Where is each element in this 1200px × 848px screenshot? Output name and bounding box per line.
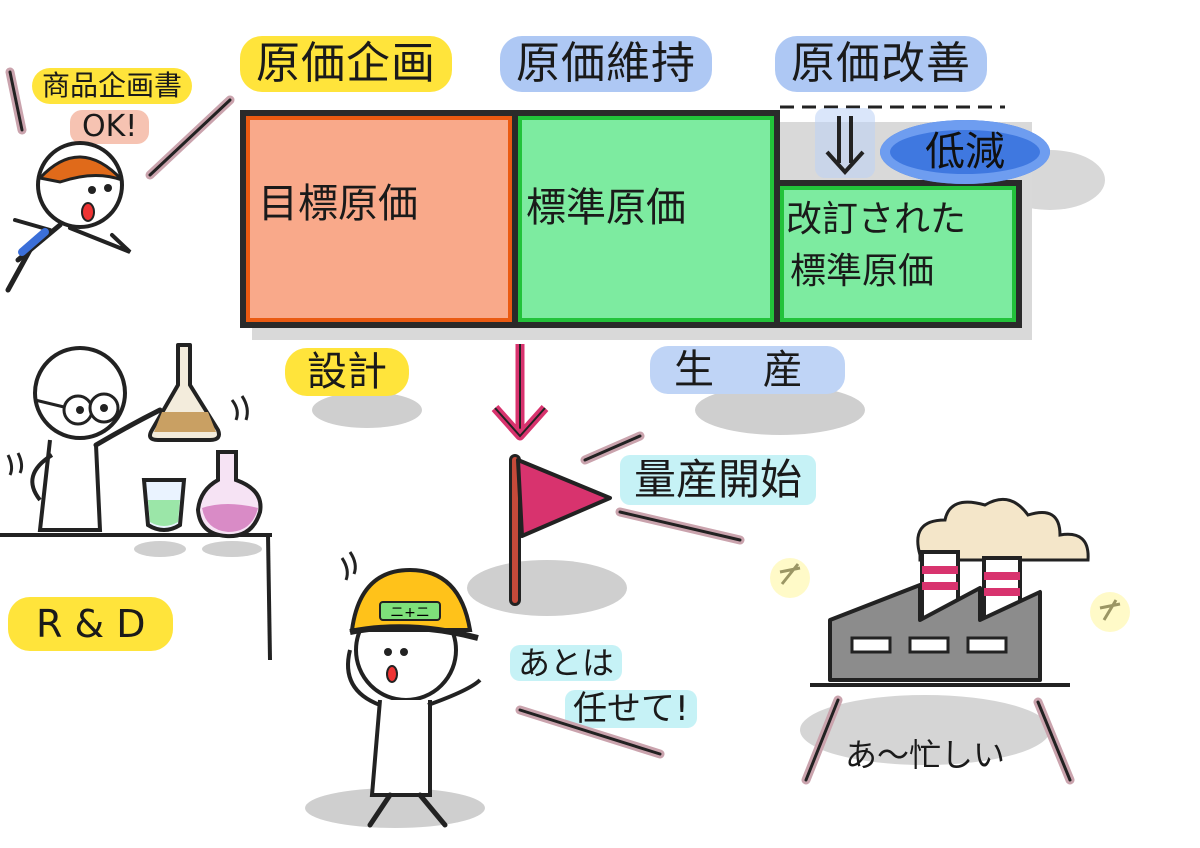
worker-speech-strokes <box>515 705 665 759</box>
target-cost-label: 目標原価 <box>258 181 418 227</box>
worker-speech-line1: あとは <box>510 645 623 681</box>
down-arrow-icon <box>491 344 549 441</box>
revised-standard-cost-box: 改訂された 標準原価 <box>774 180 1022 328</box>
revised-cost-label-line1: 改訂された <box>786 199 967 240</box>
rnd-label: R & D <box>8 597 174 651</box>
factory-exclamation: あ〜忙しい <box>845 736 1006 774</box>
double-down-arrow-icon <box>815 108 875 178</box>
standard-cost-label: 標準原価 <box>526 185 686 231</box>
phase-cost-improvement: 原価改善 <box>775 36 987 92</box>
standard-cost-box: 標準原価 <box>512 110 780 328</box>
revised-cost-label-line2: 標準原価 <box>790 251 935 292</box>
phase-cost-planning: 原価企画 <box>240 36 452 92</box>
factory-icon <box>770 497 1130 785</box>
flag-icon <box>509 431 745 606</box>
worker-speech-line2: 任せて! <box>565 690 697 728</box>
target-cost-box: 目標原価 <box>240 110 518 328</box>
helmet-mark: ニ+ニ <box>390 605 430 621</box>
stage-design: 設計 <box>285 348 409 396</box>
flask-icon <box>141 343 263 539</box>
phase-cost-maintenance: 原価維持 <box>500 36 712 92</box>
stage-production: 生 産 <box>650 346 845 394</box>
planner-figure <box>5 141 132 293</box>
scientist-figure <box>0 346 272 661</box>
worker-figure: ニ+ニ <box>340 551 482 828</box>
planner-speech-line1: 商品企画書 <box>32 68 193 104</box>
planner-speech-line2: OK! <box>70 110 150 144</box>
mass-production-start-label: 量産開始 <box>620 455 817 505</box>
reduction-bubble: 低減 <box>880 120 1050 184</box>
